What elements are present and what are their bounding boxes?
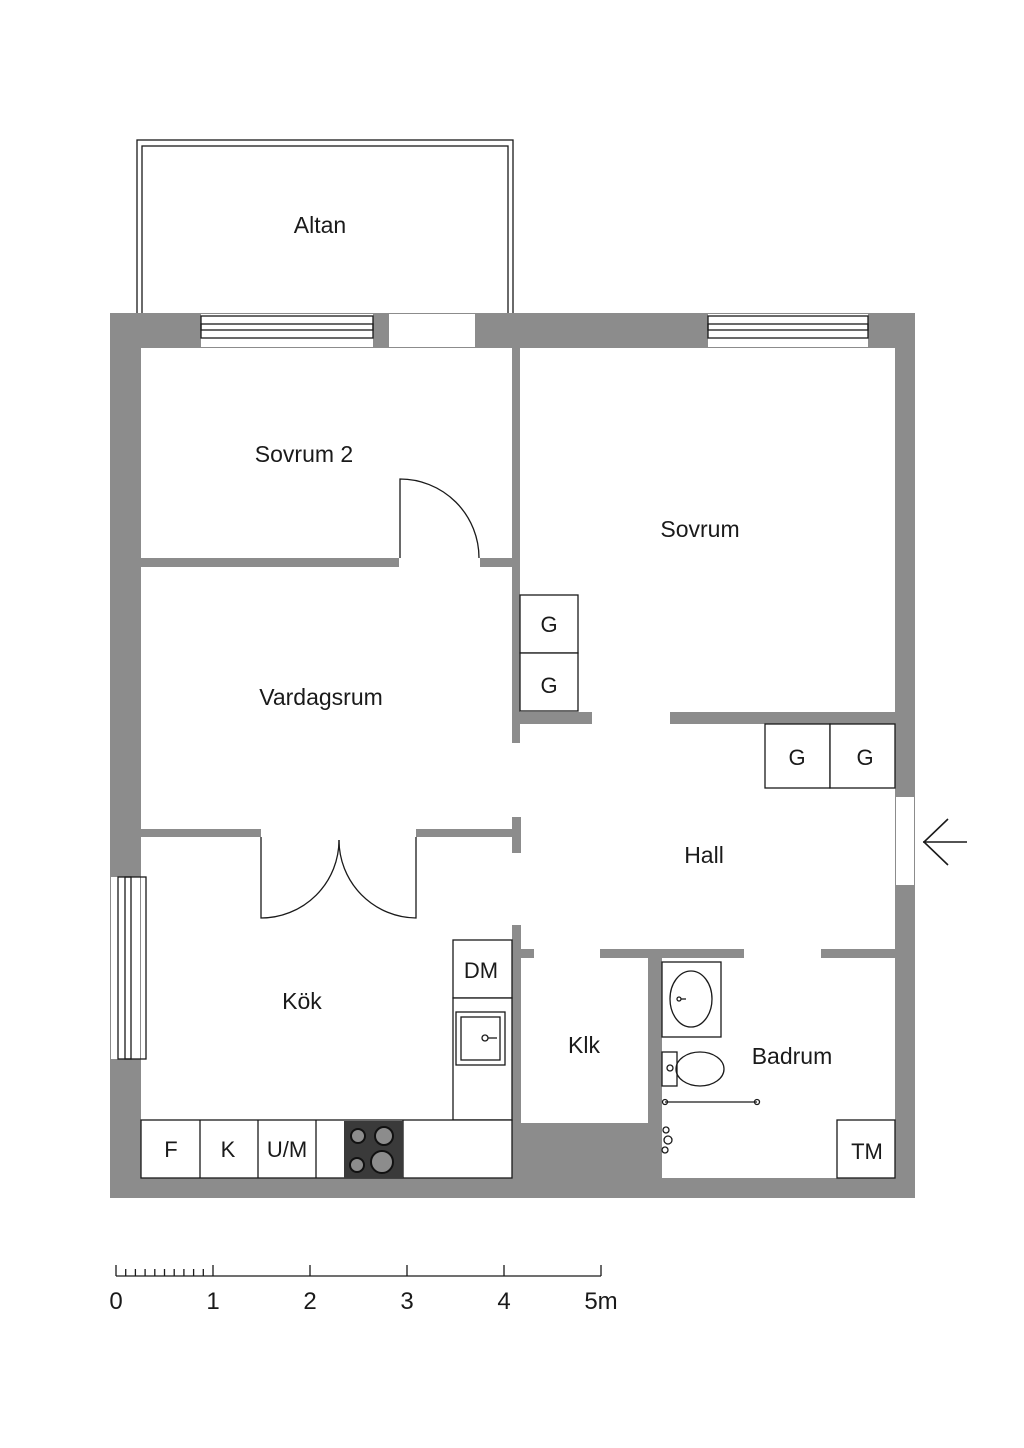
washer-label: TM bbox=[851, 1139, 883, 1164]
room-labels: Altan Sovrum 2 Sovrum Vardagsrum Hall Kö… bbox=[255, 212, 832, 1069]
shower-rail bbox=[661, 1098, 761, 1106]
scale-label: 3 bbox=[400, 1288, 413, 1315]
closets: G G G G bbox=[519, 594, 896, 789]
closet-2 bbox=[519, 652, 579, 712]
scale-label: 2 bbox=[303, 1288, 316, 1315]
shower-head bbox=[661, 1126, 673, 1154]
room-label-klk: Klk bbox=[568, 1032, 600, 1058]
closet-3 bbox=[764, 723, 831, 789]
door-swings bbox=[260, 478, 480, 919]
toilet bbox=[661, 1051, 725, 1087]
scale-bar: 0 1 2 3 4 5m bbox=[109, 1265, 618, 1315]
dishwasher-label: DM bbox=[464, 958, 498, 983]
stove bbox=[344, 1121, 403, 1178]
room-label-kok: Kök bbox=[282, 988, 322, 1014]
closet-label: G bbox=[540, 673, 557, 698]
counter bbox=[452, 997, 513, 1121]
scale-label: 4 bbox=[497, 1288, 510, 1315]
closet-1 bbox=[519, 594, 579, 654]
closet-label: G bbox=[540, 612, 557, 637]
closet-label: G bbox=[856, 745, 873, 770]
room-label-badrum: Badrum bbox=[752, 1043, 833, 1069]
scale-ticks bbox=[115, 1265, 602, 1276]
closet-4 bbox=[829, 723, 896, 789]
oven-label: U/M bbox=[267, 1137, 307, 1162]
room-label-sovrum: Sovrum bbox=[660, 516, 739, 542]
room-label-vardagsrum: Vardagsrum bbox=[259, 684, 383, 710]
fridge-label: F bbox=[164, 1137, 177, 1162]
scale-label: 5m bbox=[584, 1288, 617, 1315]
room-label-hall: Hall bbox=[684, 842, 724, 868]
scale-label: 0 bbox=[109, 1288, 122, 1315]
room-label-sovrum2: Sovrum 2 bbox=[255, 441, 353, 467]
kitchen-fixtures: DM F K U/M bbox=[140, 939, 513, 1179]
counter-row bbox=[140, 1119, 513, 1179]
entrance-arrow-icon bbox=[922, 818, 967, 866]
bathroom-sink bbox=[661, 961, 722, 1038]
closet-label: G bbox=[788, 745, 805, 770]
walls bbox=[110, 313, 915, 1198]
freezer-label: K bbox=[221, 1137, 236, 1162]
kitchen-sink bbox=[455, 1011, 506, 1066]
washing-machine bbox=[836, 1119, 896, 1179]
bathroom-fixtures: TM bbox=[661, 961, 896, 1179]
room-label-altan: Altan bbox=[294, 212, 346, 238]
scale-label: 1 bbox=[206, 1288, 219, 1315]
